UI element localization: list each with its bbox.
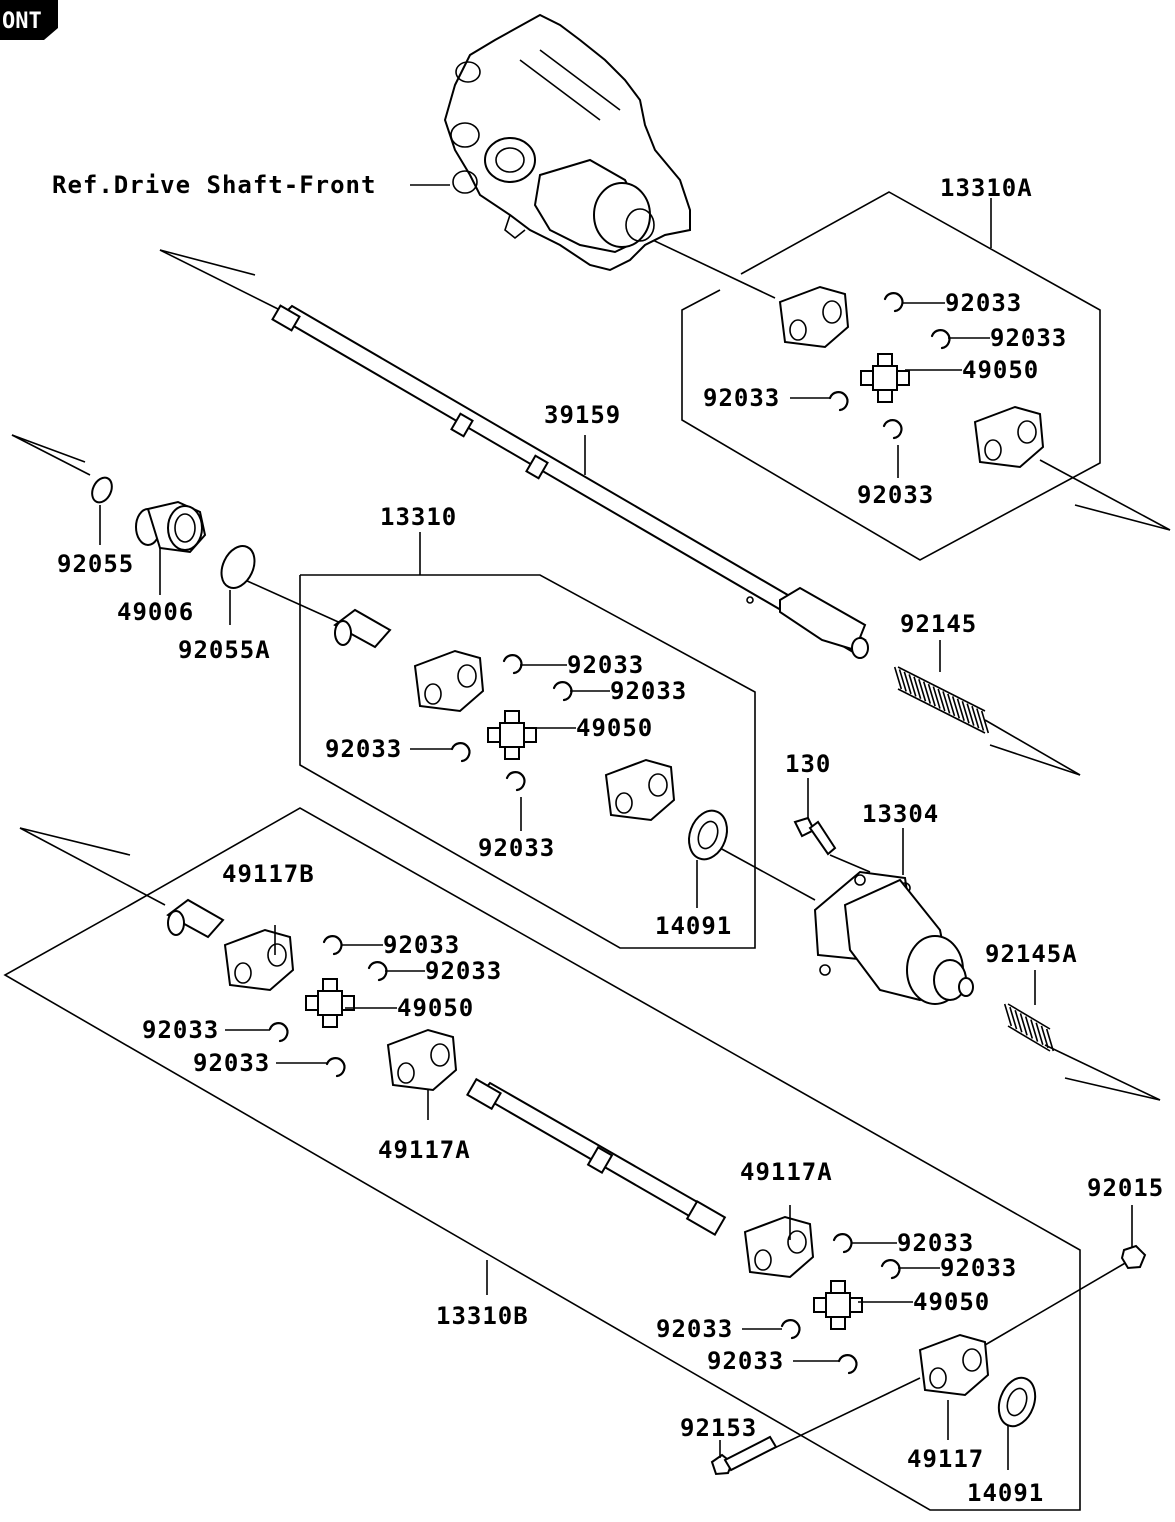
circlip-92033: 92033 — [193, 1049, 346, 1078]
yoke-13310A-rear — [973, 405, 1045, 469]
label-92015: 92015 — [1087, 1174, 1164, 1202]
circlip-92033: 92033 — [857, 419, 934, 509]
label-49117B: 49117B — [222, 860, 315, 888]
label-49117A-left: 49117A — [378, 1136, 471, 1164]
label-92033: 92033 — [425, 957, 502, 985]
label-49050-a: 49050 — [962, 356, 1039, 384]
label-49117A-right: 49117A — [740, 1158, 833, 1186]
nut-92015 — [1120, 1205, 1147, 1270]
label-92145A: 92145A — [985, 940, 1078, 968]
label-92033: 92033 — [610, 677, 687, 705]
frame-13310 — [299, 532, 756, 949]
label-49050-c: 49050 — [397, 994, 474, 1022]
yoke-49117B — [223, 928, 295, 992]
frame-13310A — [681, 191, 1101, 561]
spider-13310B-left — [305, 978, 355, 1028]
label-49050-b: 49050 — [576, 714, 653, 742]
o-ring-92055 — [91, 476, 113, 545]
label-92033: 92033 — [703, 384, 780, 412]
joint-housing-13304 — [813, 828, 974, 1005]
yoke-49117A-left — [386, 1028, 458, 1092]
o-ring-92055A — [220, 545, 256, 625]
label-14091-bottom: 14091 — [967, 1479, 1044, 1507]
circlip-92033: 92033 — [883, 289, 1022, 317]
label-92033: 92033 — [897, 1229, 974, 1257]
guide-lines — [11, 214, 1171, 1456]
yoke-49117 — [918, 1333, 990, 1397]
circlip-92033: 92033 — [142, 1016, 289, 1044]
universal-joints — [166, 285, 1045, 1397]
bolt-92153 — [710, 1435, 778, 1476]
front-direction-tab: ONT — [0, 0, 58, 40]
spring-92145 — [893, 640, 990, 734]
label-49006: 49006 — [117, 598, 194, 626]
bolt-130 — [793, 778, 837, 856]
label-92033: 92033 — [142, 1016, 219, 1044]
label-49117: 49117 — [907, 1445, 984, 1473]
label-92033: 92033 — [325, 735, 402, 763]
yoke-13310A-front — [778, 285, 850, 349]
label-14091-top: 14091 — [655, 912, 732, 940]
washer-14091-top — [688, 809, 728, 908]
spider-13310A — [860, 353, 910, 403]
label-39159: 39159 — [544, 401, 621, 429]
circlip-92033: 92033 — [832, 1229, 974, 1257]
label-92033: 92033 — [945, 289, 1022, 317]
label-92055: 92055 — [57, 550, 134, 578]
label-13310A: 13310A — [940, 174, 1033, 202]
circlip-92033: 92033 — [656, 1315, 801, 1343]
lower-shaft — [466, 1077, 727, 1237]
circlip-92033: 92033 — [478, 771, 555, 862]
frame-13310B — [3, 807, 1081, 1511]
label-92033: 92033 — [940, 1254, 1017, 1282]
label-13310: 13310 — [380, 503, 457, 531]
label-92033: 92033 — [193, 1049, 270, 1077]
label-92033: 92033 — [383, 931, 460, 959]
tube-13310 — [333, 608, 392, 649]
yoke-49117A-right — [743, 1215, 815, 1279]
circlip-92033: 92033 — [703, 384, 849, 412]
yoke-13310-rear — [604, 758, 676, 822]
label-13310B: 13310B — [436, 1302, 529, 1330]
label-ref-drive-shaft: Ref.Drive Shaft-Front — [52, 171, 376, 199]
oil-seal-49006 — [135, 500, 207, 595]
label-92153: 92153 — [680, 1414, 757, 1442]
washer-14091-bottom — [997, 1376, 1037, 1470]
label-92033: 92033 — [478, 834, 555, 862]
final-drive-housing — [410, 13, 691, 272]
spider-13310B-right — [813, 1280, 863, 1330]
label-13304: 13304 — [862, 800, 939, 828]
label-92033: 92033 — [707, 1347, 784, 1375]
yoke-13310-front — [413, 649, 485, 713]
label-130: 130 — [785, 750, 831, 778]
circlip-92033: 92033 — [322, 931, 460, 959]
circlip-92033: 92033 — [707, 1347, 858, 1375]
label-92033: 92033 — [567, 651, 644, 679]
spider-13310 — [487, 710, 537, 760]
label-92055A: 92055A — [178, 636, 271, 664]
circlip-92033: 92033 — [502, 651, 644, 679]
tube-13310B — [166, 898, 225, 939]
spring-92145A — [1003, 970, 1055, 1052]
label-92145: 92145 — [900, 610, 977, 638]
label-49050-d: 49050 — [913, 1288, 990, 1316]
circlip-92033: 92033 — [367, 957, 502, 985]
label-92033: 92033 — [656, 1315, 733, 1343]
circlip-92033: 92033 — [325, 735, 471, 763]
label-92033: 92033 — [857, 481, 934, 509]
circlip-92033: 92033 — [930, 324, 1067, 352]
front-tab-text: ONT — [2, 9, 42, 34]
label-92033: 92033 — [990, 324, 1067, 352]
drive-shaft-39159 — [271, 304, 869, 659]
circlip-92033: 92033 — [880, 1254, 1017, 1282]
circlip-92033: 92033 — [552, 677, 687, 705]
